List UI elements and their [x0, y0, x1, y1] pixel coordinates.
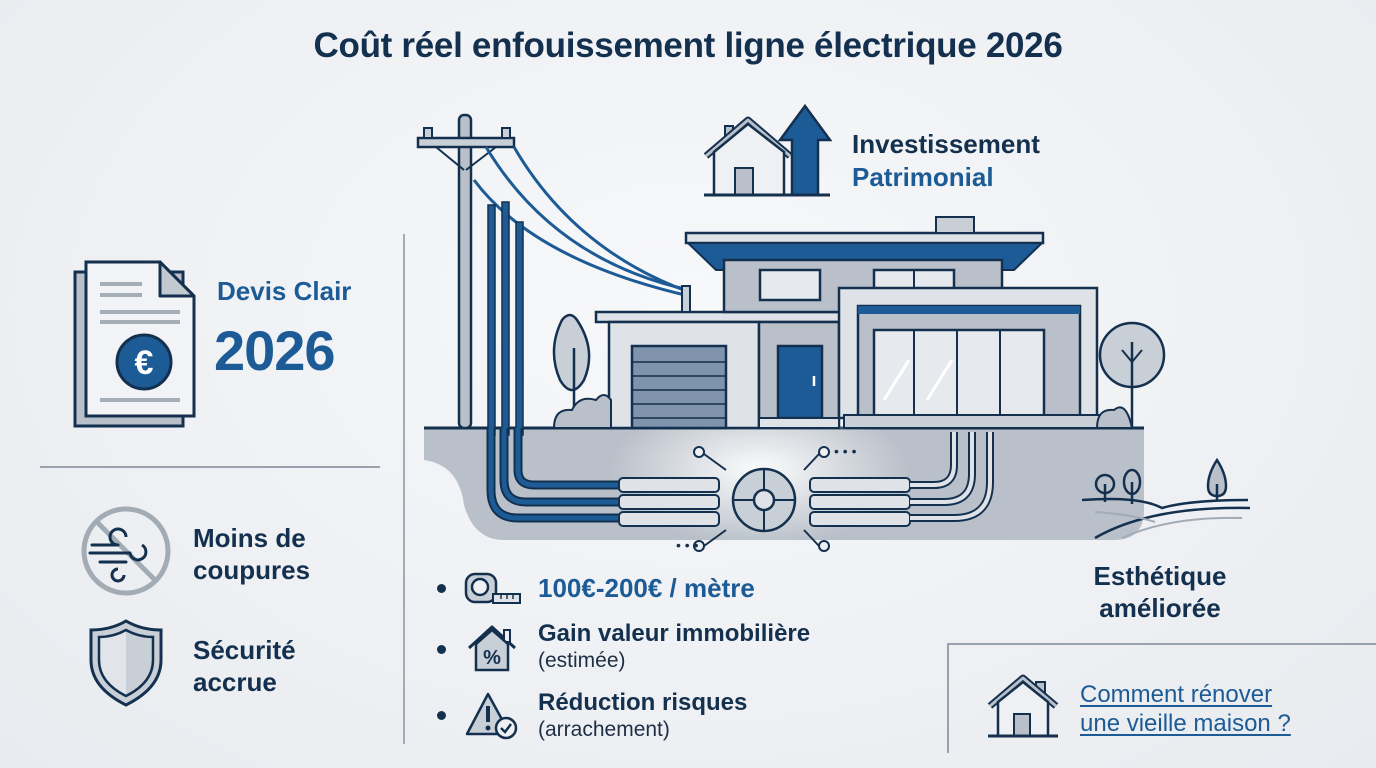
list-bullet — [437, 584, 446, 593]
related-link-box — [947, 643, 1376, 753]
house-arrow-up-icon — [700, 102, 832, 198]
document-euro-icon: € — [70, 258, 200, 430]
item-subtitle: (estimée) — [538, 649, 626, 672]
svg-text:• • •: • • • — [676, 537, 699, 553]
aesthetics-label: Esthétique améliorée — [1060, 560, 1260, 624]
item-title: Réduction risques — [538, 689, 748, 716]
feature-line: Moins de — [193, 523, 306, 553]
item-title: Gain valeur immobilière — [538, 620, 811, 647]
investment-label: Investissement Patrimonial — [852, 128, 1040, 194]
house-icon[interactable] — [986, 672, 1060, 740]
link-line1[interactable]: Comment rénover — [1080, 681, 1273, 708]
center-divider — [403, 234, 405, 744]
feature-line: coupures — [193, 555, 311, 585]
no-wind-icon — [80, 505, 172, 597]
aesthetics-line1: Esthétique — [1093, 561, 1227, 591]
devis-year: 2026 — [214, 319, 336, 382]
list-item-property-value: Gain valeur immobilière (estimée) — [538, 620, 810, 674]
list-item-risk-reduction: Réduction risques (arrachement) — [538, 689, 747, 743]
svg-text:• • •: • • • — [834, 443, 857, 459]
left-divider — [40, 466, 380, 468]
feature-security: Sécurité accrue — [193, 634, 296, 698]
feature-line: accrue — [193, 667, 277, 697]
item-subtitle: (arrachement) — [538, 718, 670, 741]
feature-less-outages: Moins de coupures — [193, 522, 310, 586]
renovate-old-house-link[interactable]: Comment rénover une vieille maison ? — [1080, 680, 1291, 738]
tape-measure-icon — [463, 571, 523, 607]
warning-check-icon — [464, 690, 522, 742]
list-bullet — [437, 711, 446, 720]
house-underground-cable-illustration: • • • • • • — [414, 110, 1174, 560]
investment-line2: Patrimonial — [852, 162, 994, 192]
devis-label: Devis Clair — [217, 276, 352, 306]
investment-line1: Investissement — [852, 129, 1040, 159]
shield-icon — [88, 618, 164, 708]
link-line2[interactable]: une vieille maison ? — [1080, 710, 1291, 737]
page-title: Coût réel enfouissement ligne électrique… — [313, 26, 1063, 65]
svg-text:%: % — [483, 647, 501, 669]
aesthetics-line2: améliorée — [1099, 593, 1221, 623]
svg-text:€: € — [135, 344, 154, 382]
house-percent-icon: % — [466, 624, 518, 672]
list-bullet — [437, 645, 446, 654]
price-per-meter: 100€-200€ / mètre — [538, 573, 755, 603]
feature-line: Sécurité — [193, 635, 296, 665]
landscape-trees-icon — [1080, 456, 1260, 546]
